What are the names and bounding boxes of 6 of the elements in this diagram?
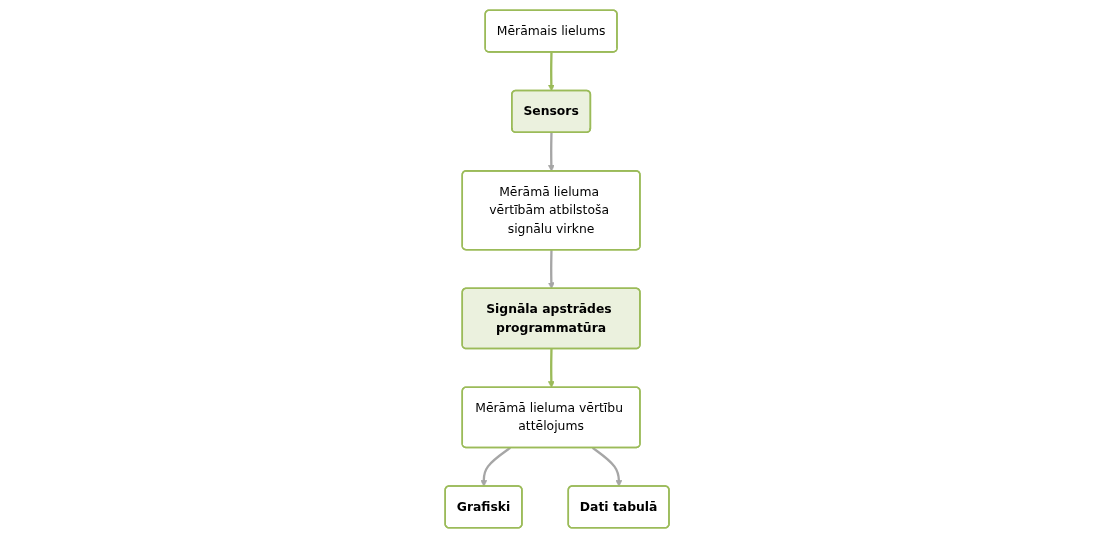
arrow: [480, 446, 512, 487]
arrow: [548, 348, 556, 388]
arrow: [592, 446, 623, 487]
arrow: [548, 132, 556, 172]
arrow: [548, 52, 556, 92]
arrow: [548, 250, 556, 289]
